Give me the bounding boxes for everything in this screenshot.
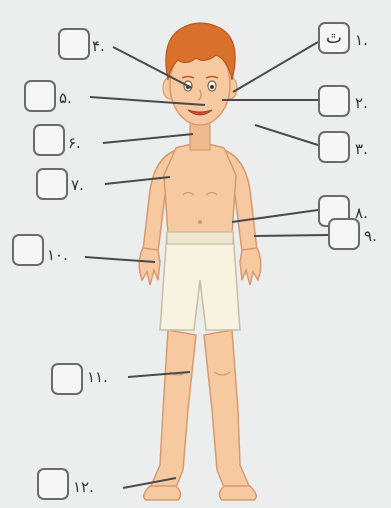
item-number-9: ٩. <box>364 227 377 245</box>
answer-box-5[interactable] <box>24 80 56 112</box>
answer-box-12[interactable] <box>37 468 69 500</box>
answer-box-9[interactable] <box>328 218 360 250</box>
item-number-7: ٧. <box>71 176 84 194</box>
leader-line-3 <box>255 125 318 145</box>
answer-box-10[interactable] <box>12 234 44 266</box>
item-number-5: ۵. <box>59 89 72 107</box>
item-number-1: ١. <box>355 31 368 49</box>
leader-line-1 <box>233 42 318 92</box>
leader-line-9 <box>254 235 328 236</box>
item-number-11: ١١. <box>87 368 108 386</box>
item-number-3: ٣. <box>355 140 368 158</box>
answer-box-4[interactable] <box>58 28 90 60</box>
answer-box-3[interactable] <box>318 131 350 163</box>
answer-box-6[interactable] <box>33 124 65 156</box>
answer-box-7[interactable] <box>36 168 68 200</box>
item-number-2: ٢. <box>355 94 368 112</box>
boy-figure <box>139 23 261 500</box>
item-number-10: ١٠. <box>47 246 68 264</box>
leader-line-6 <box>103 134 193 143</box>
answer-box-2[interactable] <box>318 85 350 117</box>
answer-box-11[interactable] <box>51 363 83 395</box>
item-number-12: ١٢. <box>73 478 94 496</box>
item-number-6: ۶. <box>68 134 81 152</box>
item-number-4: ۴. <box>92 37 105 55</box>
answer-box-1[interactable]: ٿ <box>318 22 350 54</box>
